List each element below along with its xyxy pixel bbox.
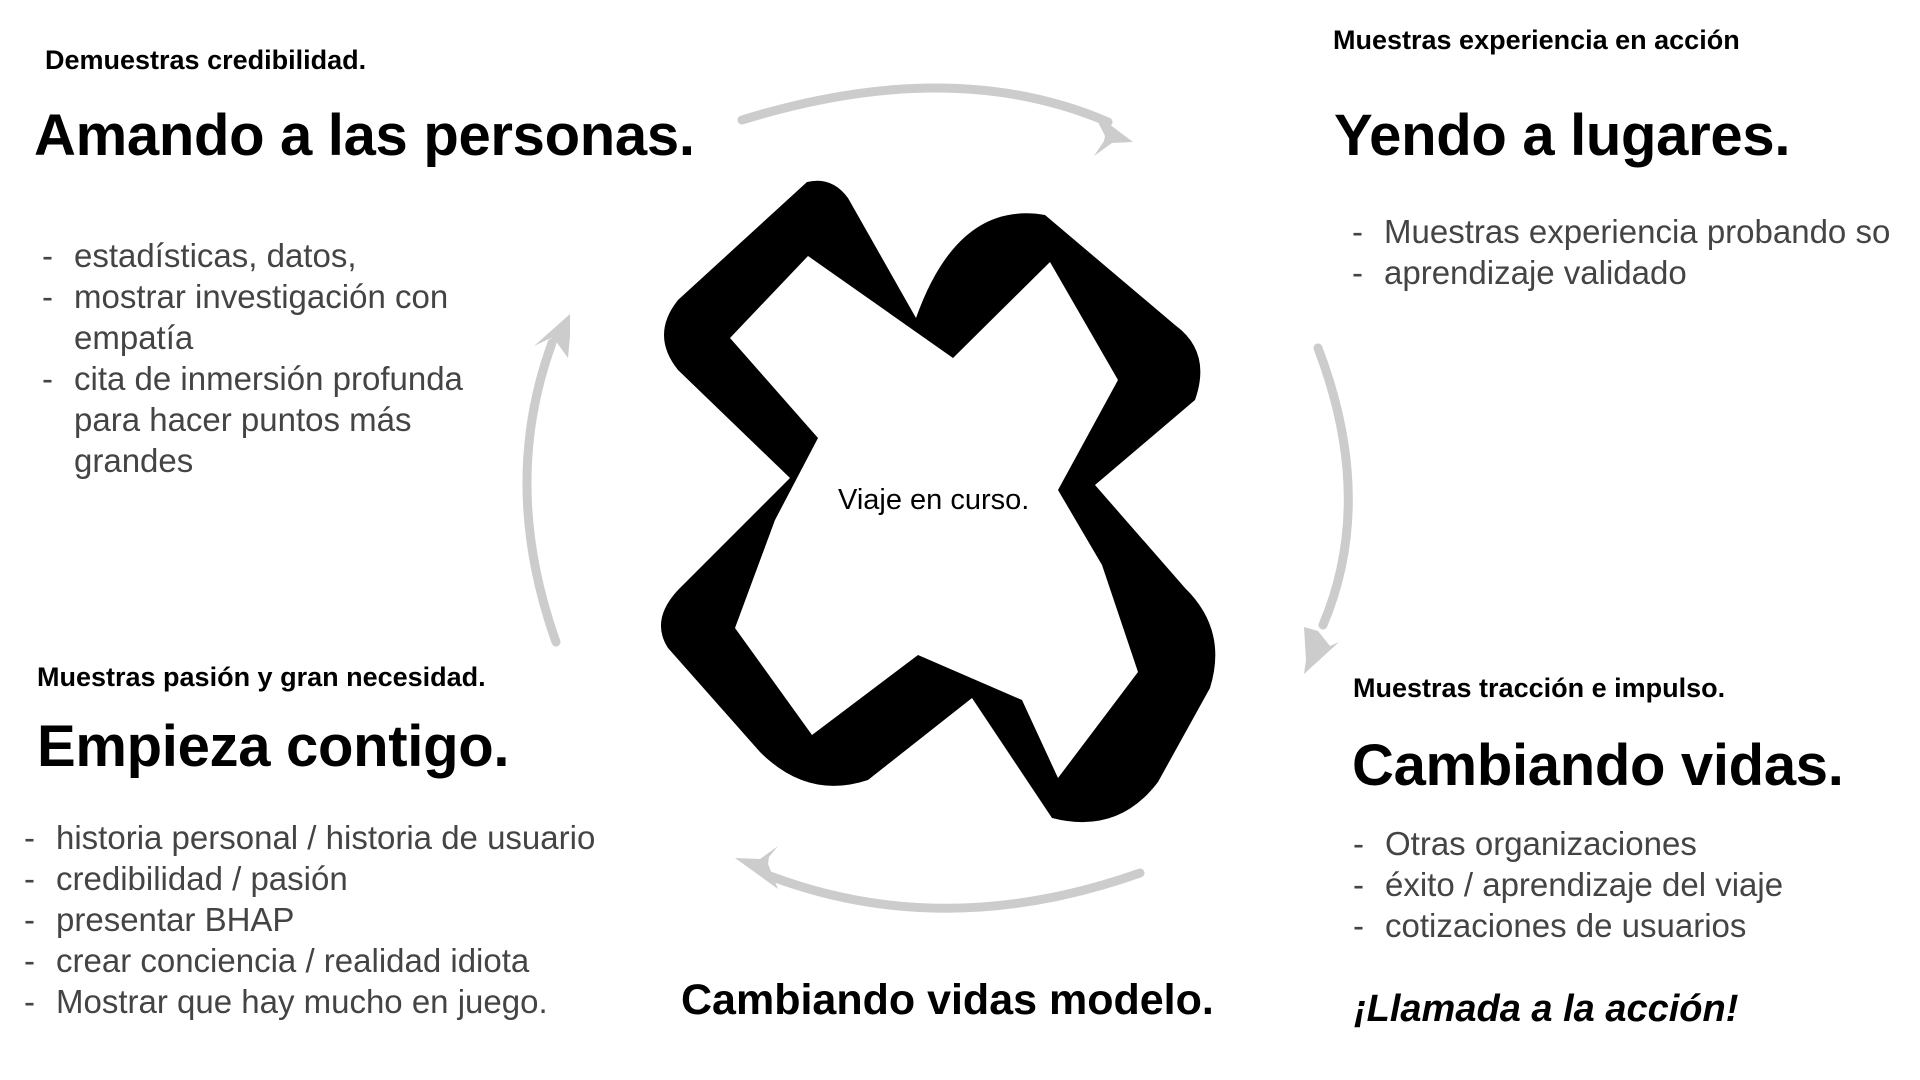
footer-title: Cambiando vidas modelo.: [681, 976, 1214, 1024]
arrowhead-bottom: [735, 846, 778, 889]
bullet-item: Mostrar que hay mucho en juego.: [24, 981, 664, 1022]
bullet-item: historia personal / historia de usuario: [24, 817, 664, 858]
kicker-top-right: Muestras experiencia en acción: [1333, 25, 1740, 55]
bullet-list-bottom-left: historia personal / historia de usuario …: [24, 817, 664, 1022]
bullet-item: presentar BHAP: [24, 899, 664, 940]
arrowhead-left: [534, 314, 570, 358]
arrowhead-top: [1093, 112, 1133, 156]
cycle-arrow-bottom: [765, 868, 1145, 913]
bullet-item: crear conciencia / realidad idiota: [24, 940, 664, 981]
center-label: Viaje en curso.: [838, 484, 1030, 516]
bullet-item: aprendizaje validado: [1352, 252, 1912, 293]
cycle-arrow-top: [737, 83, 1113, 127]
bullet-item: estadísticas, datos,: [42, 235, 512, 276]
arrowhead-right: [1304, 627, 1339, 674]
kicker-bottom-left: Muestras pasión y gran necesidad.: [37, 662, 486, 692]
bullet-list-top-left: estadísticas, datos, mostrar investigaci…: [42, 235, 512, 481]
bullet-item: mostrar investigación con empatía: [42, 276, 512, 358]
bullet-item: cita de inmersión profunda para hacer pu…: [42, 358, 512, 481]
headline-top-right: Yendo a lugares.: [1334, 103, 1791, 168]
bullet-list-bottom-right: Otras organizaciones éxito / aprendizaje…: [1353, 823, 1913, 946]
call-to-action: ¡Llamada a la acción!: [1354, 988, 1739, 1030]
headline-bottom-left: Empieza contigo.: [37, 714, 510, 779]
cycle-arrow-right: [1313, 343, 1353, 630]
bullet-item: Otras organizaciones: [1353, 823, 1913, 864]
bullet-item: credibilidad / pasión: [24, 858, 664, 899]
bullet-list-top-right: Muestras experiencia probando so aprendi…: [1352, 211, 1912, 293]
bullet-item: éxito / aprendizaje del viaje: [1353, 864, 1913, 905]
bullet-item: cotizaciones de usuarios: [1353, 905, 1913, 946]
kicker-bottom-right: Muestras tracción e impulso.: [1353, 673, 1726, 703]
headline-bottom-right: Cambiando vidas.: [1352, 733, 1844, 798]
headline-top-left: Amando a las personas.: [34, 103, 695, 168]
cycle-arrow-left: [522, 338, 561, 647]
bullet-item: Muestras experiencia probando so: [1352, 211, 1912, 252]
kicker-top-left: Demuestras credibilidad.: [45, 45, 367, 75]
x-shape-ring: [660, 180, 1216, 823]
